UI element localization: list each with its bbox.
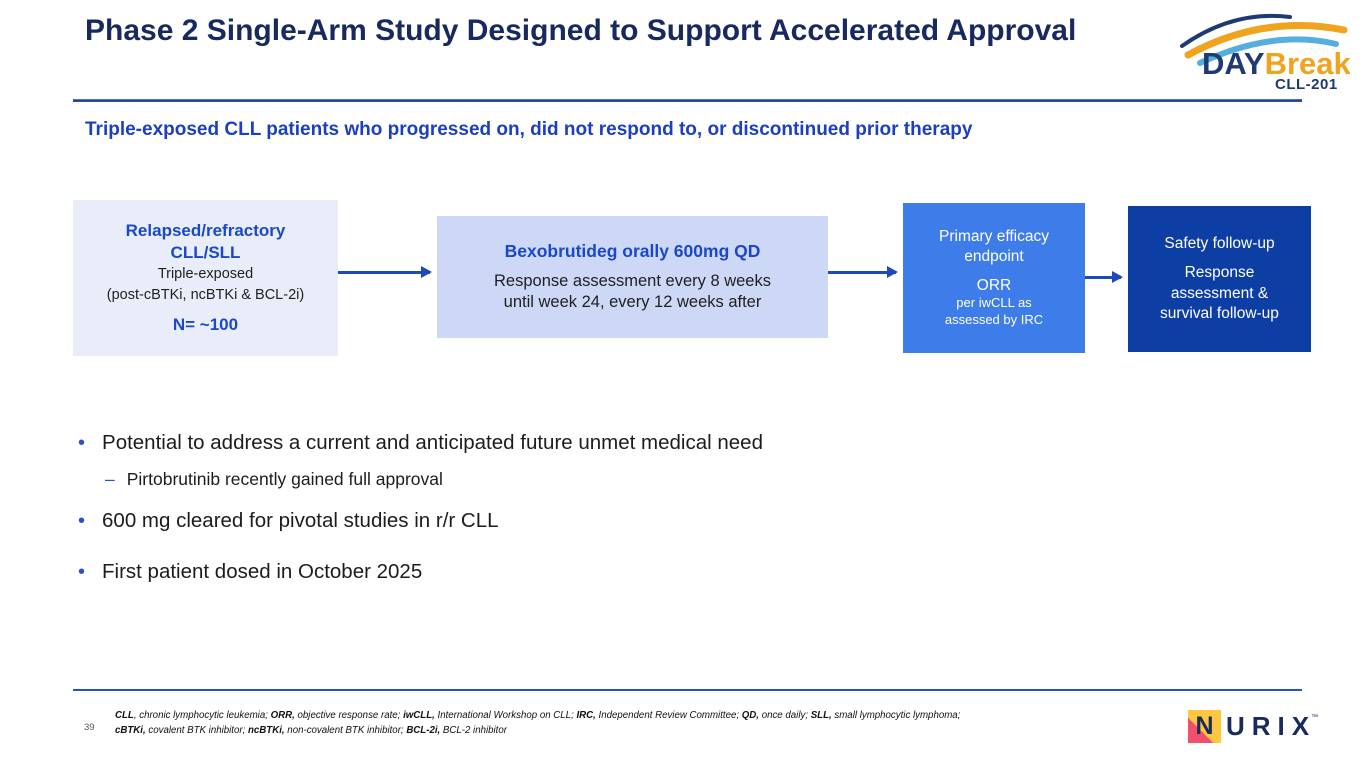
daybreak-word-break: Break [1265, 46, 1350, 81]
flow-arrow-1-icon [338, 266, 432, 278]
box2-body-line1: Response assessment every 8 weeks [494, 271, 771, 290]
flow-arrow-2-icon [828, 266, 898, 278]
title-divider [73, 99, 1302, 102]
page-number: 39 [84, 722, 95, 733]
box2-title: Bexobrutideg orally 600mg QD [504, 240, 761, 261]
page-title: Phase 2 Single-Arm Study Designed to Sup… [85, 14, 1077, 47]
bullet-marker: • [78, 432, 86, 454]
daybreak-logo: DAYBreak CLL-201 [1178, 10, 1352, 97]
box4-line2: Response assessment & survival follow-up [1160, 264, 1279, 322]
bullet-text: 600 mg cleared for pivotal studies in r/… [102, 509, 499, 532]
nurix-logo: N URIX ™ [1188, 710, 1323, 743]
flow-box-primary-endpoint: Primary efficacy endpoint ORR per iwCLL … [903, 203, 1085, 353]
flow-box-safety-followup: Safety follow-up Response assessment & s… [1128, 206, 1311, 352]
footnote-line-2: cBTKi, covalent BTK inhibitor; ncBTKi, n… [115, 725, 507, 737]
box4-line1: Safety follow-up [1164, 235, 1275, 253]
box1-title-line1: Relapsed/refractory [125, 221, 286, 241]
footer-divider [73, 689, 1302, 691]
footnote-line-1: CLL, chronic lymphocytic leukemia; ORR, … [115, 710, 961, 721]
box3-title: Primary efficacy endpoint [939, 227, 1049, 266]
nurix-letters: URIX [1226, 711, 1317, 741]
flow-arrow-3-icon [1085, 271, 1123, 283]
bullet-item: • Potential to address a current and ant… [78, 431, 763, 456]
flow-box-treatment: Bexobrutideg orally 600mg QD Response as… [437, 216, 828, 338]
daybreak-word-day: DAY [1202, 46, 1265, 81]
sub-bullet-text: Pirtobrutinib recently gained full appro… [126, 469, 443, 489]
box3-detail: per iwCLL as assessed by IRC [944, 295, 1044, 328]
bullet-text: Potential to address a current and antic… [102, 431, 763, 454]
bullet-marker: • [78, 510, 86, 532]
nurix-n-square-icon: N [1188, 710, 1221, 743]
box1-title-line2: CLL/SLL [170, 242, 241, 262]
nurix-trademark: ™ [1311, 714, 1319, 721]
sub-bullet-marker: – [105, 469, 115, 489]
nurix-letter-n: N [1195, 712, 1214, 740]
box2-body-line2: until week 24, every 12 weeks after [503, 292, 762, 311]
bullet-item: • 600 mg cleared for pivotal studies in … [78, 509, 499, 534]
bullet-item: • First patient dosed in October 2025 [78, 560, 422, 585]
daybreak-swoosh-icon: DAYBreak CLL-201 [1180, 13, 1352, 93]
subtitle: Triple-exposed CLL patients who progress… [85, 119, 973, 140]
box3-metric: ORR [976, 277, 1012, 295]
box1-n-value: N= ~100 [172, 315, 239, 335]
bullet-marker: • [78, 561, 86, 583]
daybreak-trial-name: CLL-201 [1275, 76, 1338, 92]
svg-text:DAYBreak: DAYBreak [1202, 46, 1350, 81]
box1-sub-line2: (post-cBTKi, ncBTKi & BCL-2i) [106, 286, 305, 303]
bullet-text: First patient dosed in October 2025 [102, 560, 423, 583]
box1-sub-line1: Triple-exposed [157, 265, 254, 282]
footnotes: CLL, chronic lymphocytic leukemia; ORR, … [115, 708, 1175, 738]
flow-box-patient-population: Relapsed/refractory CLL/SLL Triple-expos… [73, 200, 338, 356]
sub-bullet-item: – Pirtobrutinib recently gained full app… [105, 469, 443, 490]
